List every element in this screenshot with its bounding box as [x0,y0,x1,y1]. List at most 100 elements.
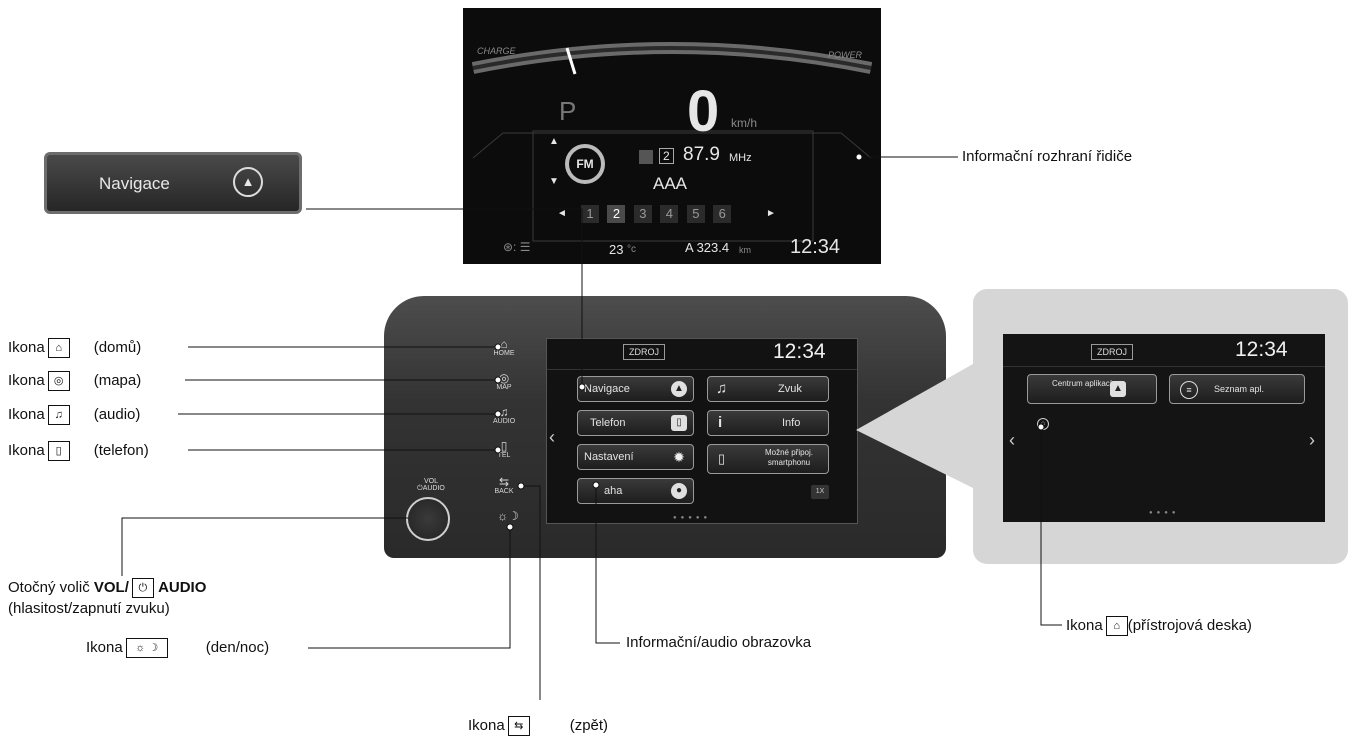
preset-chip: 4 [660,205,679,223]
navigation-callout-label: Navigace [99,174,170,193]
phone-button[interactable]: ▯TEL [493,440,515,459]
audio-button[interactable]: ♫AUDIO [493,406,515,425]
settings-tile[interactable]: Nastavení ✹ [577,444,694,470]
label-knob-c: / [124,578,129,596]
back-arrow-icon: ⇆ [507,716,530,736]
zoom-screen-clock: 12:34 [1235,338,1288,361]
page-indicator-dots: ●●●●● [673,515,712,521]
app-list-tile-label: Seznam apl. [1214,384,1265,394]
label-daynight-text: (den/noc) [205,638,270,656]
preset-chip: 3 [633,205,652,223]
screen-left-arrow-icon[interactable]: ‹ [549,427,555,447]
label-knob-line1: Otočný volič VOL/⏻ AUDIO [8,578,206,598]
label-home: Ikona⌂(domů) [8,338,141,358]
cluster-arc-decoration [471,42,873,242]
navigation-compass-icon: ▲ [233,167,263,197]
map-button[interactable]: ◎MAP [493,372,515,391]
back-arrow-icon: ⇆ [498,475,510,489]
compass-icon: ▲ [671,381,687,397]
label-map-text: (mapa) [93,371,142,389]
charge-label: CHARGE [477,46,516,56]
cluster-clock: 12:34 [790,236,841,258]
gear-icon: ✹ [673,449,685,465]
volume-knob[interactable] [406,497,450,541]
preset-chip: 5 [686,205,705,223]
instrument-cluster: CHARGE POWER P 0 km/h ▲ ▼ FM 2 87.9 MHz … [463,8,881,264]
app-center-tile[interactable]: Centrum aplikací▲ [1027,374,1157,404]
phone-button-label: TEL [497,452,511,459]
label-knob-line2: (hlasitost/zapnutí zvuku) [8,600,170,617]
sun-moon-icon: ☼ ☽ [125,638,168,658]
label-map: Ikona◎(mapa) [8,371,141,391]
phone-tile[interactable]: Telefon ▯ [577,410,694,436]
navigation-tile[interactable]: Navigace▲ [577,376,694,402]
app-list-tile[interactable]: ≡ Seznam apl. [1169,374,1305,404]
audio-button-label: AUDIO [493,418,516,425]
home-button[interactable]: ⌂HOME [493,338,515,357]
preset-row: 1 2 3 4 5 6 [581,205,735,223]
steering-icon: ⊛: ☰ [503,240,531,254]
phone-tile-label: Telefon [590,417,626,429]
back-button[interactable]: ⇆BACK [493,476,515,495]
trip-unit: km [739,245,751,255]
station-name: AAA [653,174,688,193]
zoom-page-indicator-dots: ●●●● [1149,510,1180,516]
screen-header-divider [547,369,857,370]
smartphone-tile-label: Možné připoj. smartphonu [764,448,814,467]
aha-icon: ● [671,483,687,499]
sound-tile[interactable]: ♫Zvuk [707,376,829,402]
frequency-unit: MHz [729,152,752,164]
zoom-source-button[interactable]: ZDROJ [1091,344,1133,360]
source-button[interactable]: ZDROJ [623,344,665,360]
label-dashboard: Ikona⌂(přístrojová deska) [1066,616,1252,636]
tune-up-arrow-icon: ▲ [549,136,559,147]
label-back-text: (zpět) [569,716,609,734]
day-night-button[interactable]: ☼☽ [497,510,519,522]
phone-icon: ▯ [500,439,508,453]
music-note-icon: ♫ [716,380,728,397]
fm-band-icon: FM [565,144,605,184]
label-phone: Ikona▯(telefon) [8,441,149,461]
label-knob-d: AUDIO [158,578,207,596]
speed-value: 0 [687,79,720,144]
info-icon: i [718,414,723,431]
volume-knob-label-audio: AUDIO [422,485,445,492]
temperature-unit: °c [627,244,636,255]
label-dashboard-prefix: Ikona [1066,616,1103,634]
smartphone-tile[interactable]: ▯ Možné připoj. smartphonu [707,444,829,474]
label-daynight-prefix: Ikona [86,638,123,656]
zoom-left-arrow-icon[interactable]: ‹ [1009,430,1015,450]
tune-down-arrow-icon: ▼ [549,176,559,187]
volume-knob-label-vol: VOL [423,478,438,485]
small-badge: 1X [811,485,829,499]
zoom-header-divider [1003,366,1325,367]
label-audio: Ikona♫(audio) [8,405,140,425]
frequency-value: 87.9 [683,144,720,165]
info-audio-screen: ZDROJ 12:34 ‹ Navigace▲ Telefon▯ Nastave… [546,338,858,524]
music-note-icon: ♫ [47,405,70,425]
power-icon: ⏻ [417,485,423,492]
power-icon: ⏻ [131,578,154,598]
speed-unit: km/h [731,116,758,130]
back-button-label: BACK [494,488,514,495]
house-icon: ⌂ [47,338,70,358]
zoom-right-arrow-icon[interactable]: › [1309,430,1315,450]
label-audio-prefix: Ikona [8,405,45,423]
app-list-icon: ≡ [1180,381,1198,399]
label-dashboard-text: (přístrojová deska) [1127,616,1252,634]
home-button-label: HOME [493,350,515,357]
phone-icon: ▯ [47,441,70,461]
label-home-prefix: Ikona [8,338,45,356]
phone-icon: ▯ [671,415,687,431]
power-label: POWER [828,50,863,60]
radio-signal-icon [639,150,653,164]
preset-chip: 1 [581,205,599,223]
preset-left-arrow-icon: ◄ [557,208,567,219]
preset-right-arrow-icon: ► [766,208,776,219]
settings-tile-label: Nastavení [584,451,634,463]
navigation-callout-button: Navigace ▲ [44,152,302,214]
smartphone-icon: ▯ [718,451,726,466]
